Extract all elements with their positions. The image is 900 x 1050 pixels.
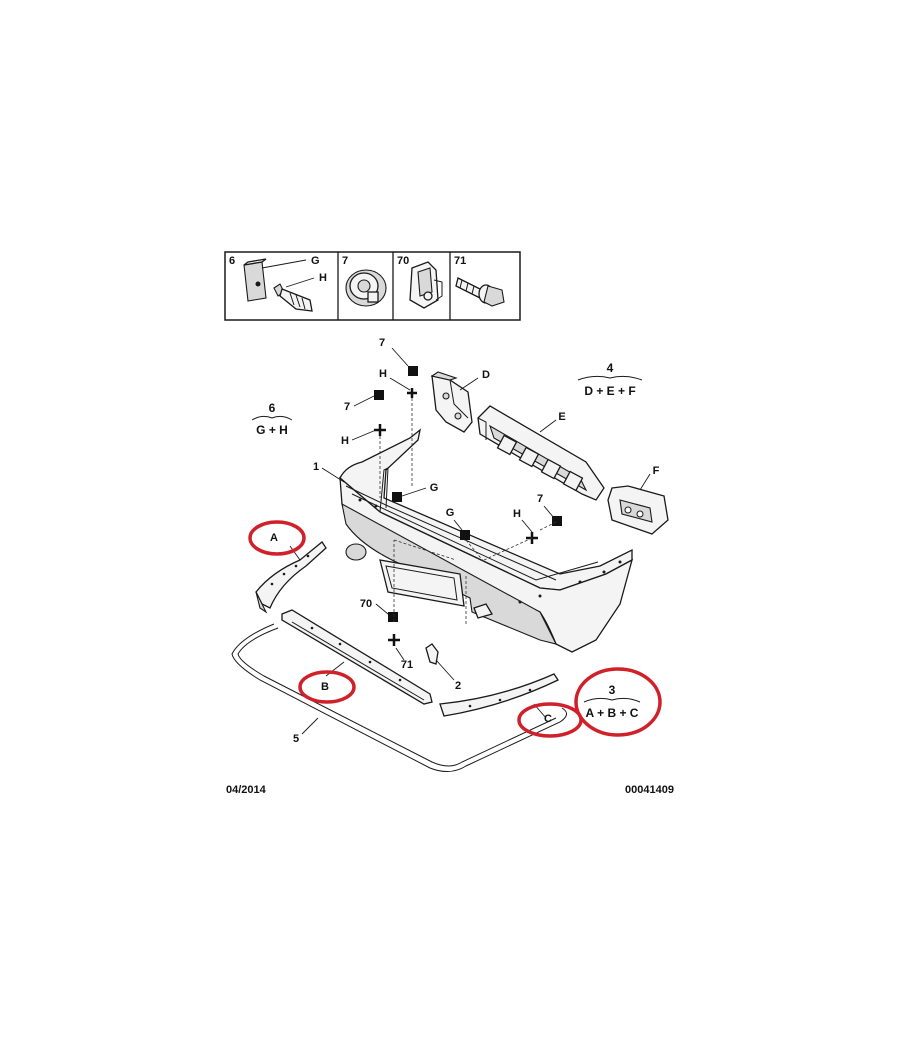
fastener-g-center [460, 530, 470, 540]
callout-h-top: H [379, 368, 387, 380]
legend-cell-6-number: 6 [229, 255, 235, 267]
screw-h-icon [273, 277, 315, 312]
fastener-markers [374, 366, 562, 646]
trim-strip-a [255, 541, 327, 614]
fastener-7-left [374, 390, 384, 400]
callout-70: 70 [360, 598, 372, 610]
bracket-f [607, 485, 669, 535]
clip-nut-icon [243, 258, 307, 302]
group-4-formula: D + E + F [584, 384, 635, 398]
group-3-number: 3 [609, 683, 616, 697]
fastener-7-top [408, 366, 418, 376]
callout-7-right: 7 [537, 493, 543, 505]
fastener-g-left [392, 492, 402, 502]
seal-strip-5 [231, 623, 567, 772]
rubber-buffer-icon [345, 269, 387, 307]
bumper-cover [339, 428, 634, 653]
callout-f: F [653, 465, 660, 477]
callout-7-left: 7 [344, 401, 350, 413]
footer-date: 04/2014 [226, 784, 267, 796]
legend-cell-7-number: 7 [342, 255, 348, 267]
group-3-formula: A + B + C [586, 706, 639, 720]
callout-2: 2 [455, 680, 461, 692]
trim-strip-c [439, 673, 559, 717]
group-6-formula: G + H [256, 423, 288, 437]
callout-a: A [270, 532, 278, 544]
highlight-b [298, 670, 356, 704]
group-3-label: 3 A + B + C [583, 683, 641, 720]
callout-h-right: H [513, 508, 521, 520]
bracket-clip-icon [409, 261, 443, 309]
bracket-d [430, 371, 473, 433]
callout-1: 1 [313, 461, 319, 473]
callout-g-left: G [430, 482, 439, 494]
fastener-70 [388, 612, 398, 622]
impact-beam-e [477, 405, 605, 501]
fastener-7-right [552, 516, 562, 526]
legend-cell-71-number: 71 [454, 255, 466, 267]
red-highlight-marks [248, 520, 662, 738]
callouts: 7 H 7 H 1 G G H 7 D E F 70 71 2 5 A B C [270, 337, 660, 745]
footer-reference: 00041409 [625, 784, 674, 796]
group-6-label: 6 G + H [251, 401, 293, 437]
callout-leaders [289, 347, 651, 735]
callout-d: D [482, 369, 490, 381]
callout-7-top: 7 [379, 337, 385, 349]
group-6-number: 6 [269, 401, 276, 415]
trim-strip-b [281, 609, 433, 705]
callout-e: E [558, 411, 565, 423]
assembly-lines [379, 398, 557, 626]
callout-5: 5 [293, 733, 299, 745]
legend-cell-6-ref-h: H [319, 272, 327, 284]
callout-h-left: H [341, 435, 349, 447]
legend-box: 6 G H 7 70 [224, 251, 521, 321]
fastener-h-top [407, 388, 417, 398]
callout-g-center: G [446, 507, 455, 519]
legend-cell-70-number: 70 [397, 255, 409, 267]
highlight-group-3 [574, 667, 662, 737]
callout-71: 71 [401, 659, 413, 671]
callout-c: C [544, 713, 552, 725]
bracket-2 [425, 643, 439, 665]
group-4-number: 4 [607, 361, 614, 375]
group-4-label: 4 D + E + F [577, 361, 643, 398]
bolt-icon [455, 277, 505, 307]
fastener-71 [388, 634, 400, 646]
callout-b: B [321, 681, 329, 693]
legend-cell-6-ref-g: G [311, 255, 320, 267]
highlight-a [248, 520, 306, 556]
